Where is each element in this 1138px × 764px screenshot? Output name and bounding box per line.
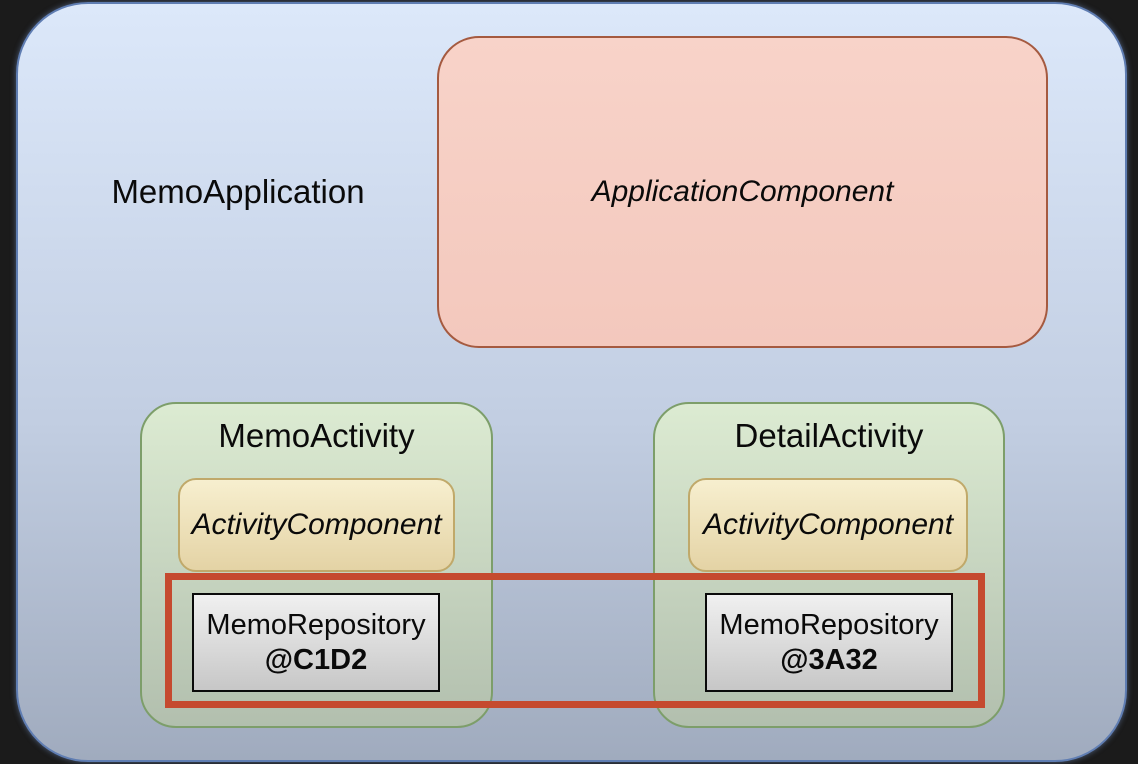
memo-activity-component-label: ActivityComponent xyxy=(191,508,442,541)
repository-name: MemoRepository xyxy=(206,608,426,641)
detail-activity-component-box: ActivityComponent xyxy=(688,478,968,572)
application-component-box: ApplicationComponent xyxy=(437,36,1048,348)
repository-instance-id: @C1D2 xyxy=(264,643,368,676)
repository-name: MemoRepository xyxy=(719,608,939,641)
detail-activity-label: DetailActivity xyxy=(734,417,924,454)
memo-repository-box-right: MemoRepository @3A32 xyxy=(705,593,953,692)
application-component-label: ApplicationComponent xyxy=(591,175,894,208)
repository-instance-id: @3A32 xyxy=(780,643,878,676)
memo-repository-box-left: MemoRepository @C1D2 xyxy=(192,593,440,692)
memo-activity-label: MemoActivity xyxy=(218,417,415,454)
detail-activity-component-label: ActivityComponent xyxy=(702,508,954,541)
memo-application-label: MemoApplication xyxy=(111,173,365,210)
memo-activity-component-box: ActivityComponent xyxy=(178,478,455,572)
repository-highlight-rect xyxy=(165,573,985,708)
